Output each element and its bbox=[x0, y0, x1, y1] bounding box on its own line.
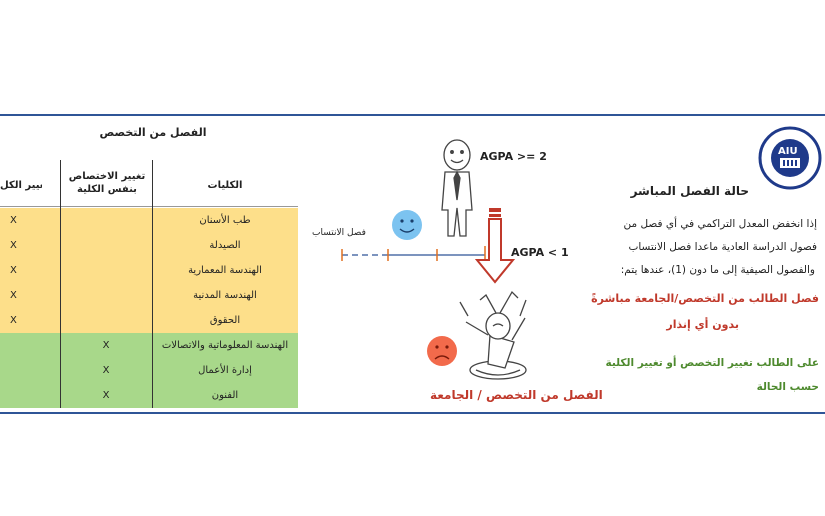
agpa-top-label: AGPA >= 2 bbox=[480, 150, 547, 163]
sad-face-icon bbox=[427, 336, 457, 366]
bottom-rule bbox=[0, 412, 825, 414]
college-name-cell: الصيدلة bbox=[209, 240, 241, 251]
table-row: الصيدلة X bbox=[0, 233, 298, 258]
other-college-cell: X bbox=[10, 290, 17, 301]
paragraph-line-3: والفصول الصيفية إلى ما دون (1)، عندها يت… bbox=[620, 264, 815, 276]
red-line-2: بدون أي إنذار bbox=[666, 318, 739, 331]
column-divider-right bbox=[152, 160, 153, 408]
table-row: إدارة الأعمال X bbox=[0, 358, 298, 383]
green-line-2: حسب الحالة bbox=[756, 381, 819, 393]
agpa-bottom-label: AGPA < 1 bbox=[511, 246, 569, 259]
college-name-cell: الهندسة المدنية bbox=[193, 290, 257, 301]
paragraph-line-1: إذا انخفض المعدل التراكمي في أي فصل من bbox=[623, 218, 817, 230]
column-divider-left bbox=[60, 160, 61, 408]
enroll-semester-label: فصل الانتساب bbox=[312, 228, 366, 238]
other-college-cell: X bbox=[10, 215, 17, 226]
table-title: الفصل من التخصص bbox=[99, 126, 207, 139]
header-colleges: الكليات bbox=[207, 180, 243, 191]
other-college-cell: X bbox=[10, 315, 17, 326]
aiu-seal-icon bbox=[758, 126, 822, 190]
college-name-cell: الحقوق bbox=[209, 315, 241, 326]
red-line-1: فصل الطالب من التخصص/الجامعة مباشرةً bbox=[591, 292, 819, 305]
table-row: الفنون X bbox=[0, 383, 298, 408]
other-college-cell bbox=[0, 333, 60, 358]
table-row: الحقوق X bbox=[0, 308, 298, 333]
timeline-icon bbox=[341, 246, 486, 264]
dismissal-caption: الفصل من التخصص / الجامعة bbox=[430, 388, 603, 402]
college-name-cell: إدارة الأعمال bbox=[198, 365, 252, 376]
same-college-cell bbox=[60, 258, 152, 283]
table-row: الهندسة المدنية X bbox=[0, 283, 298, 308]
top-rule bbox=[0, 114, 825, 116]
same-college-cell bbox=[60, 208, 152, 233]
diagram-graphics bbox=[341, 139, 527, 380]
table-row: طب الأسنان X bbox=[0, 208, 298, 233]
other-college-cell bbox=[0, 383, 60, 408]
same-college-cell: X bbox=[102, 340, 110, 351]
other-college-cell: X bbox=[10, 240, 17, 251]
header-divider bbox=[0, 206, 298, 207]
table-row: الهندسة المعمارية X bbox=[0, 258, 298, 283]
college-name-cell: الهندسة المعمارية bbox=[188, 265, 262, 276]
other-college-cell: X bbox=[10, 265, 17, 276]
college-name-cell: الفنون bbox=[211, 390, 239, 401]
same-college-cell bbox=[60, 283, 152, 308]
standing-person-icon bbox=[441, 139, 473, 237]
college-name-cell: الهندسة المعلوماتية والاتصالات bbox=[161, 340, 289, 351]
same-college-cell bbox=[60, 233, 152, 258]
down-arrow-icon bbox=[474, 208, 516, 284]
header-other-college: تغيير الكل bbox=[0, 180, 42, 191]
section-heading: حالة الفصل المباشر bbox=[630, 184, 749, 198]
paragraph-line-2: فصول الدراسة العادية ماعدا فصل الانتساب bbox=[628, 241, 817, 253]
college-name-cell: طب الأسنان bbox=[199, 215, 251, 226]
falling-person-icon bbox=[459, 290, 527, 380]
logo-text: AIU bbox=[778, 146, 798, 157]
header-same-college: تغيير الاختصاص بنفس الكلية bbox=[68, 171, 146, 195]
green-line-1: على الطالب تغيير التخصص أو تغيير الكلية bbox=[605, 357, 819, 369]
happy-face-icon bbox=[392, 210, 422, 240]
same-college-cell bbox=[60, 308, 152, 333]
other-college-cell bbox=[0, 358, 60, 383]
same-college-cell: X bbox=[102, 390, 110, 401]
table-row: الهندسة المعلوماتية والاتصالات X bbox=[0, 333, 298, 358]
same-college-cell: X bbox=[102, 365, 110, 376]
